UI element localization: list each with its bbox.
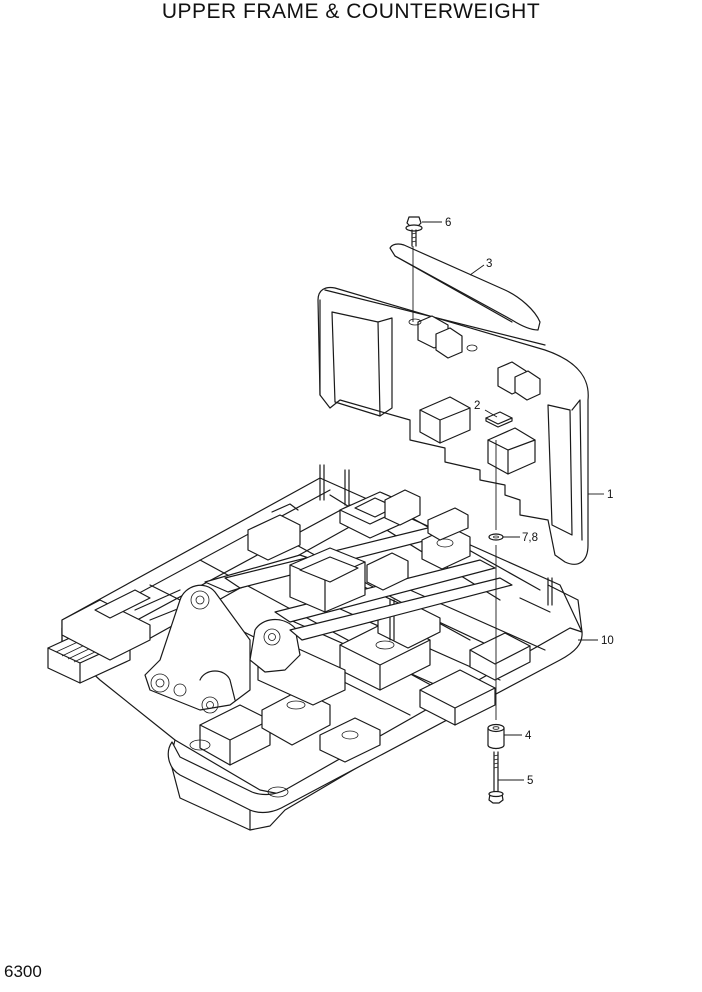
- page-number: 6300: [4, 962, 42, 981]
- spacer-part-4: [488, 725, 504, 749]
- callout-label-4: 4: [525, 730, 532, 742]
- boom-bracket: [145, 490, 512, 713]
- callout-label-10: 10: [601, 635, 614, 647]
- plate-part-3: [390, 244, 540, 330]
- callout-label-6: 6: [445, 217, 451, 229]
- callout-7-8: 7,8: [503, 532, 538, 544]
- callout-label-2: 2: [474, 400, 480, 412]
- callout-5: 5: [498, 775, 533, 787]
- callout-label-5: 5: [527, 775, 533, 787]
- washer-part-7-8: [489, 534, 503, 540]
- callout-4: 4: [504, 730, 532, 742]
- callout-2: 2: [474, 400, 497, 417]
- callout-6: 6: [422, 217, 451, 229]
- callout-label-7-8: 7,8: [522, 532, 538, 544]
- callout-3: 3: [470, 258, 492, 275]
- callout-10: 10: [578, 635, 614, 647]
- shim-part-2: [486, 412, 512, 427]
- bolt-part-5: [489, 752, 503, 803]
- callout-label-1: 1: [607, 489, 613, 501]
- callout-label-3: 3: [486, 258, 492, 270]
- page-title: UPPER FRAME & COUNTERWEIGHT: [161, 0, 541, 23]
- upper-frame: [48, 465, 582, 830]
- callout-1: 1: [588, 489, 613, 501]
- bolt-part-6: [406, 217, 422, 322]
- counterweight: [318, 288, 588, 565]
